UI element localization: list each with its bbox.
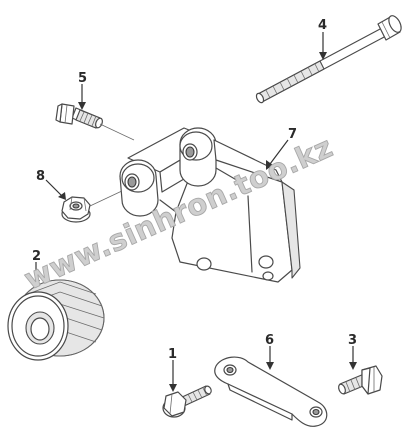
part-3-bolt [338, 365, 383, 395]
leader-line [89, 189, 125, 207]
part-2-pulley [7, 279, 105, 361]
leader-line [99, 123, 135, 141]
callout-7: 7 [288, 127, 297, 142]
part-1-bolt [162, 385, 212, 418]
callout-8: 8 [36, 169, 45, 184]
part-6-link-strap [214, 356, 328, 427]
callout-arrows [32, 32, 357, 392]
part-4-long-bolt [255, 15, 402, 104]
callout-3: 3 [348, 333, 357, 348]
part-8-flange-nut [61, 196, 91, 223]
callout-1: 1 [168, 347, 177, 362]
callout-6: 6 [265, 333, 274, 348]
callout-2: 2 [32, 249, 41, 264]
callout-5: 5 [78, 71, 87, 86]
part-7-bracket [119, 127, 301, 283]
callout-4: 4 [318, 18, 327, 33]
part-5-bolt [55, 103, 103, 129]
